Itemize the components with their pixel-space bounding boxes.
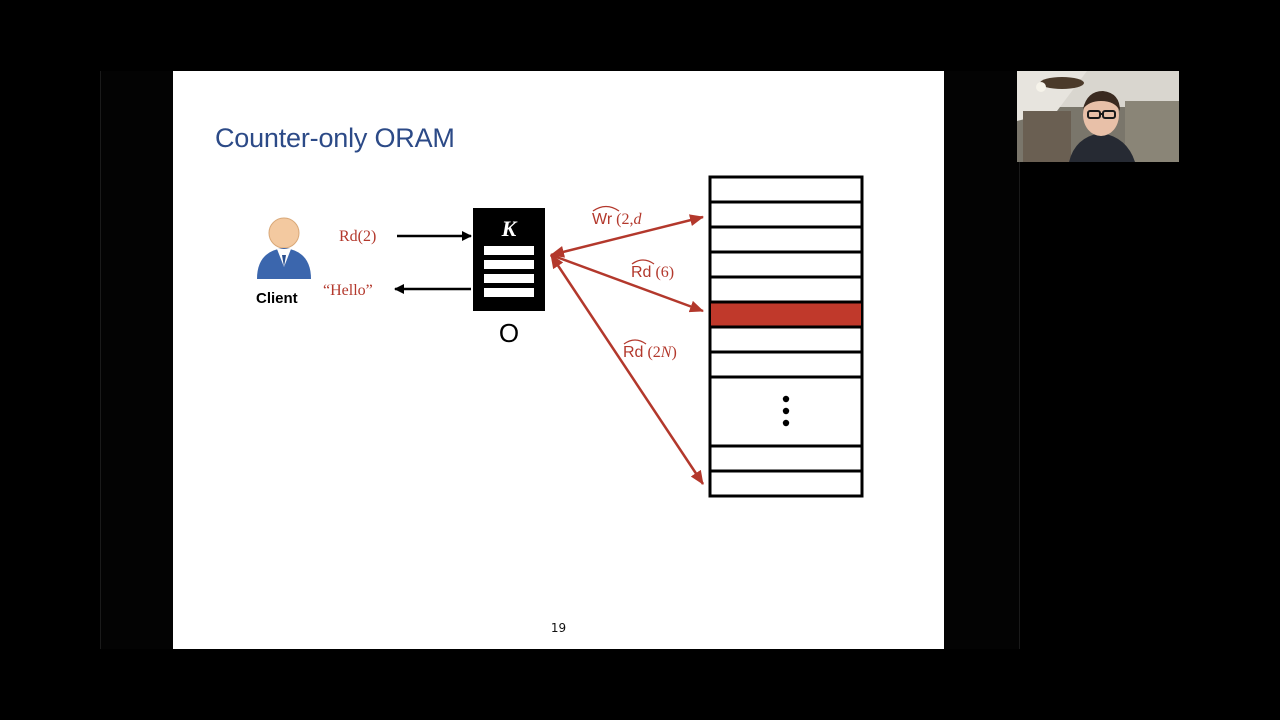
request-label: Rd(2): [339, 228, 376, 245]
client-person-icon: [257, 217, 311, 279]
webcam-video-thumbnail[interactable]: [1017, 71, 1179, 162]
svg-text:Rd (2N): Rd (2N): [623, 344, 677, 361]
participant-video-frame: [1017, 71, 1179, 162]
response-label: “Hello”: [323, 282, 373, 299]
write-arrow: [550, 214, 704, 258]
svg-text:Rd (6): Rd (6): [631, 264, 674, 281]
op-label-rd-2n: Rd (2N): [623, 339, 677, 361]
svg-text:Wr (2,d: Wr (2,d: [592, 211, 642, 228]
key-label: K: [501, 216, 518, 241]
read-arrow-6: [550, 253, 704, 313]
presentation-slide: Counter-only ORAM Client Rd(2) “Hello”: [173, 71, 944, 649]
oram-state-box: K: [473, 208, 545, 311]
client-label: Client: [256, 290, 298, 307]
slide-title: Counter-only ORAM: [215, 123, 455, 153]
page-number: 19: [550, 621, 567, 635]
server-storage: [708, 175, 864, 498]
op-label-wr: Wr (2,d: [592, 205, 642, 228]
oram-label: O: [499, 318, 519, 348]
op-label-rd-6: Rd (6): [631, 259, 674, 281]
oram-diagram: Client Rd(2) “Hello” K O: [256, 175, 864, 498]
highlighted-block: [711, 302, 861, 326]
read-arrow-2n: [549, 254, 705, 485]
